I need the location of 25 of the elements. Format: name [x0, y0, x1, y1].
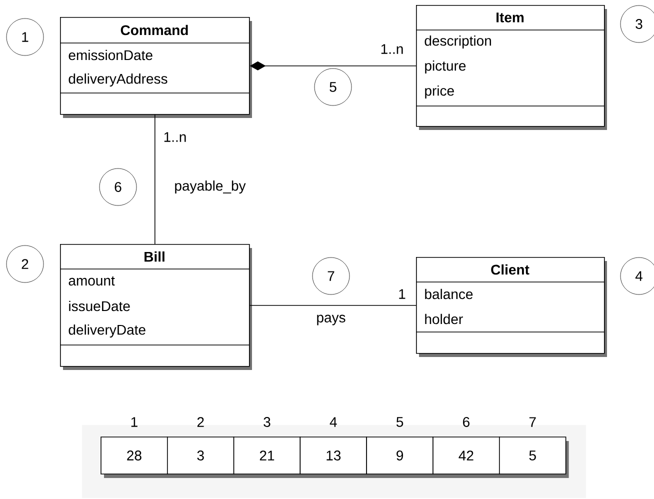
table-cell: 9	[366, 436, 434, 474]
class-box: Client balance holder	[416, 257, 607, 357]
column-header: 6	[463, 417, 470, 427]
column-header: 3	[264, 417, 270, 427]
multiplicity-label: 1	[399, 289, 406, 299]
edge-label: pays	[315, 314, 347, 326]
table-cell: 21	[233, 436, 301, 474]
multiplicity-label: 1..n	[164, 132, 186, 142]
edge-label: payable_by	[173, 179, 247, 195]
table-cell: 28	[100, 436, 168, 474]
table-cell: 3	[167, 436, 234, 474]
table-cell: 5	[499, 436, 566, 474]
table-cell: 42	[432, 436, 500, 474]
column-header: 7	[529, 417, 536, 427]
multiplicity-label: 1..n	[381, 44, 403, 54]
association-line	[154, 114, 156, 244]
class-box: Command emissionDate deliveryAddress	[60, 17, 252, 118]
class-box: Item description picture price	[416, 5, 607, 130]
table-cell: 13	[300, 436, 367, 474]
column-header: 1	[131, 417, 138, 427]
column-header: 2	[197, 417, 204, 427]
column-header: 4	[330, 417, 337, 427]
column-header: 5	[396, 417, 404, 427]
class-box: Bill amount issueDate deliveryDate	[60, 244, 252, 370]
association-line	[249, 305, 416, 306]
